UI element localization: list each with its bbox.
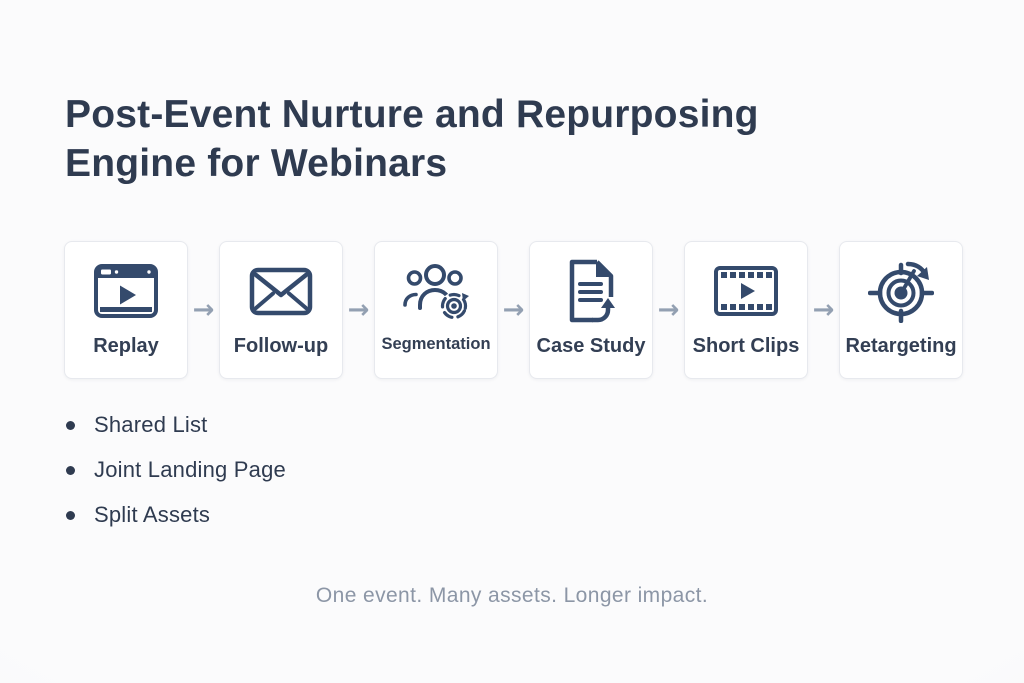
flow-card-segmentation: Segmentation bbox=[374, 241, 498, 379]
flow-arrow-icon: → bbox=[812, 295, 835, 325]
page-title-line-1: Post-Event Nurture and Repurposing bbox=[65, 93, 759, 136]
list-item: Joint Landing Page bbox=[66, 457, 286, 482]
audience-segmentation-icon bbox=[402, 257, 470, 325]
bullet-list: Shared List Joint Landing Page Split Ass… bbox=[66, 412, 286, 548]
workflow-row: Replay → Follow-up → bbox=[64, 241, 963, 379]
bullet-dot bbox=[66, 420, 75, 430]
bullet-text: Shared List bbox=[94, 412, 208, 437]
bullet-text: Split Assets bbox=[94, 502, 211, 527]
retargeting-crosshair-icon bbox=[868, 257, 934, 325]
case-study-document-icon bbox=[563, 257, 619, 325]
video-replay-icon bbox=[93, 257, 159, 325]
flow-card-short-clips: Short Clips bbox=[684, 241, 808, 379]
flow-arrow-icon: → bbox=[657, 295, 680, 325]
flow-card-follow-up: Follow-up bbox=[219, 241, 343, 379]
bullet-dot bbox=[66, 510, 75, 520]
bullet-dot bbox=[66, 465, 75, 475]
flow-card-label: Retargeting bbox=[845, 335, 957, 357]
flow-card-label: Follow-up bbox=[233, 335, 329, 357]
footer-tagline: One event. Many assets. Longer impact. bbox=[315, 584, 709, 607]
flow-card-replay: Replay bbox=[64, 241, 188, 379]
flow-card-label: Replay bbox=[93, 335, 159, 357]
page-title: Post-Event Nurture and Repurposing Engin… bbox=[65, 90, 759, 188]
bullet-text: Joint Landing Page bbox=[94, 457, 286, 482]
flow-card-label: Case Study bbox=[536, 335, 646, 357]
list-item: Split Assets bbox=[66, 502, 286, 527]
flow-card-label: Short Clips bbox=[692, 335, 800, 357]
email-envelope-icon bbox=[249, 257, 313, 325]
flow-card-retargeting: Retargeting bbox=[839, 241, 963, 379]
film-strip-icon bbox=[713, 257, 779, 325]
flow-arrow-icon: → bbox=[192, 295, 215, 325]
page-title-line-2: Engine for Webinars bbox=[65, 142, 448, 185]
list-item: Shared List bbox=[66, 412, 286, 437]
flow-card-label: Segmentation bbox=[381, 335, 491, 353]
flow-arrow-icon: → bbox=[347, 295, 370, 325]
flow-arrow-icon: → bbox=[502, 295, 525, 325]
flow-card-case-study: Case Study bbox=[529, 241, 653, 379]
